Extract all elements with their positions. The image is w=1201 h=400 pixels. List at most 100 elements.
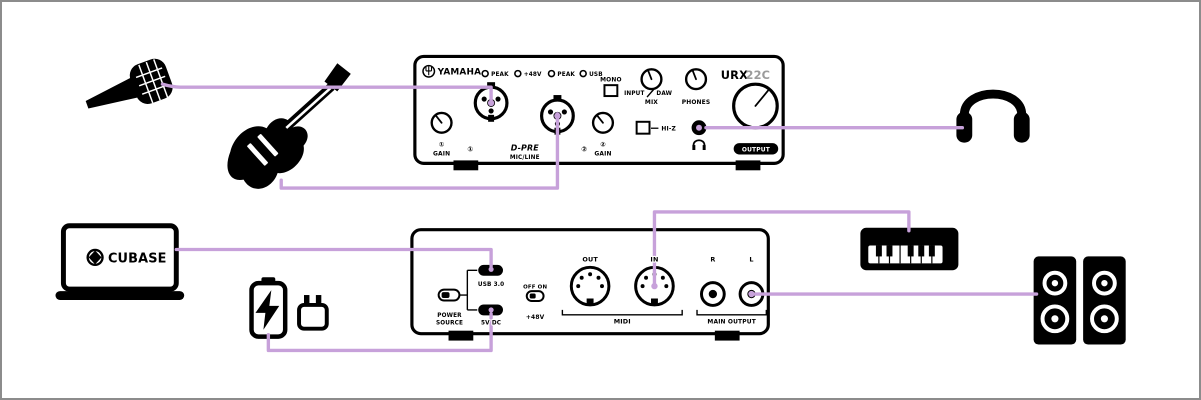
- speakers-icon: [1033, 256, 1126, 345]
- main-output-bracket: [696, 309, 768, 316]
- input-2-plug: [554, 112, 561, 120]
- hiz-label: HI-Z: [661, 126, 676, 133]
- rear-panel-foot-left: [448, 330, 474, 341]
- laptop-base: [55, 291, 185, 300]
- guitar-pickup: [257, 133, 279, 157]
- power-cable: [266, 312, 493, 353]
- midi-out-label: OUT: [582, 255, 598, 263]
- headphones-icon: [956, 89, 1030, 143]
- p48v-led-label: +48V: [524, 72, 542, 78]
- usb-plug: [488, 266, 494, 272]
- peak-led-1-label: PEAK: [491, 72, 509, 78]
- power-source-label-1: POWER: [437, 313, 462, 319]
- micline-label: MIC/LINE: [510, 155, 540, 161]
- guitar-cable: [279, 112, 560, 190]
- hiz-button: [635, 120, 651, 135]
- charger-prong: [303, 295, 310, 307]
- mono-button: [603, 84, 619, 98]
- front-panel: YAMAHA PEAK +48V PEAK USB MONO INPUT DAW…: [413, 54, 785, 171]
- gain-1-label: GAIN: [433, 150, 450, 157]
- output-badge: [733, 143, 779, 155]
- phantom-label: +48V: [526, 314, 545, 321]
- yamaha-logo: YAMAHA: [422, 64, 481, 78]
- usb-charger-icon: [297, 295, 329, 331]
- guitar-body: [227, 118, 308, 189]
- lightning-icon: [255, 290, 280, 330]
- input-1-number: ①: [467, 145, 473, 153]
- midi-bracket: [561, 309, 683, 316]
- speaker-woofer: [1040, 304, 1070, 334]
- power-source-switch-slider: [441, 292, 450, 299]
- input-1-pin: [495, 96, 501, 102]
- gain-2-knob-pointer: [596, 114, 604, 124]
- offon-label: OFF ON: [523, 285, 547, 291]
- p48v-led: [514, 69, 522, 78]
- mono-label: MONO: [600, 77, 622, 84]
- usb-led: [579, 69, 587, 78]
- midi-out-pin: [579, 275, 584, 280]
- mix-slash: [646, 88, 655, 98]
- usb-led-label: USB: [589, 72, 603, 78]
- cubase-logo-icon: [86, 248, 104, 267]
- gain-2-number: ②: [600, 141, 606, 149]
- midi-out-notch: [586, 298, 594, 305]
- front-panel-foot-right: [735, 160, 761, 171]
- charger-prong: [315, 295, 322, 307]
- main-output-r-socket: [708, 289, 718, 299]
- midi-in-plug: [651, 282, 658, 290]
- speaker-woofer: [1090, 304, 1119, 334]
- main-output-l-plug: [748, 290, 755, 298]
- tuning-fork-icon: [422, 64, 436, 78]
- rear-panel: POWER SOURCE USB 3.0 OFF ON +48V OUT: [410, 228, 770, 341]
- usb-cable: [174, 247, 493, 269]
- midi-keyboard-icon: [860, 227, 959, 271]
- main-output-group-label: MAIN OUTPUT: [707, 319, 756, 326]
- phantom-switch-slider: [529, 293, 536, 299]
- model-label-bold: URX: [721, 68, 748, 82]
- mix-knob-pointer: [647, 69, 653, 81]
- headphone-glyph-cup: [702, 145, 706, 151]
- input-1-jack-latch: [488, 114, 495, 122]
- laptop-screen: [60, 223, 179, 292]
- cable-plugs: [487, 99, 755, 313]
- guitar-strings: [285, 87, 332, 129]
- midi-group-label: MIDI: [614, 318, 631, 326]
- front-panel-foot-left: [453, 160, 479, 171]
- input-1-pin: [481, 96, 487, 102]
- mix-input-label: INPUT: [624, 91, 644, 97]
- usb-port-label: USB 3.0: [478, 282, 504, 288]
- midi-out-pin: [588, 272, 593, 277]
- model-label-light: 22C: [746, 68, 771, 82]
- peak-led-2: [547, 69, 556, 78]
- mix-label: MIX: [645, 99, 658, 106]
- guitar-headstock: [324, 63, 351, 92]
- headphone-glyph-cup: [692, 145, 696, 151]
- midi-in-label: IN: [650, 255, 658, 263]
- keyboard-black-key: [928, 245, 935, 257]
- input-2-pin: [561, 109, 567, 115]
- phones-plug: [696, 124, 702, 131]
- output-label: OUTPUT: [742, 146, 771, 153]
- output-knob-pointer: [754, 88, 771, 107]
- midi-out-jack: [569, 265, 611, 307]
- phones-label: PHONES: [682, 99, 711, 106]
- dc-port-label: 5V DC: [481, 321, 501, 327]
- microphone-handle: [85, 76, 141, 109]
- laptop-icon: CUBASE: [55, 223, 185, 300]
- power-source-bracket: [459, 269, 478, 311]
- rear-panel-foot-right: [714, 330, 740, 341]
- microphone-icon: [85, 58, 173, 109]
- input-1-pin: [488, 108, 494, 114]
- midi-in-pin: [640, 284, 645, 289]
- power-bank-icon: [249, 277, 288, 339]
- keyboard-black-key: [886, 245, 893, 257]
- dc-plug: [488, 307, 494, 313]
- tuning-fork-glyph: [425, 66, 433, 76]
- midi-in-pin: [664, 284, 669, 289]
- midi-cable: [652, 210, 911, 289]
- headphone-glyph-icon: [692, 139, 706, 151]
- guitar-icon: [227, 63, 351, 189]
- cubase-logo-diamond: [88, 250, 102, 265]
- speaker-tweeter-dot: [1101, 279, 1108, 287]
